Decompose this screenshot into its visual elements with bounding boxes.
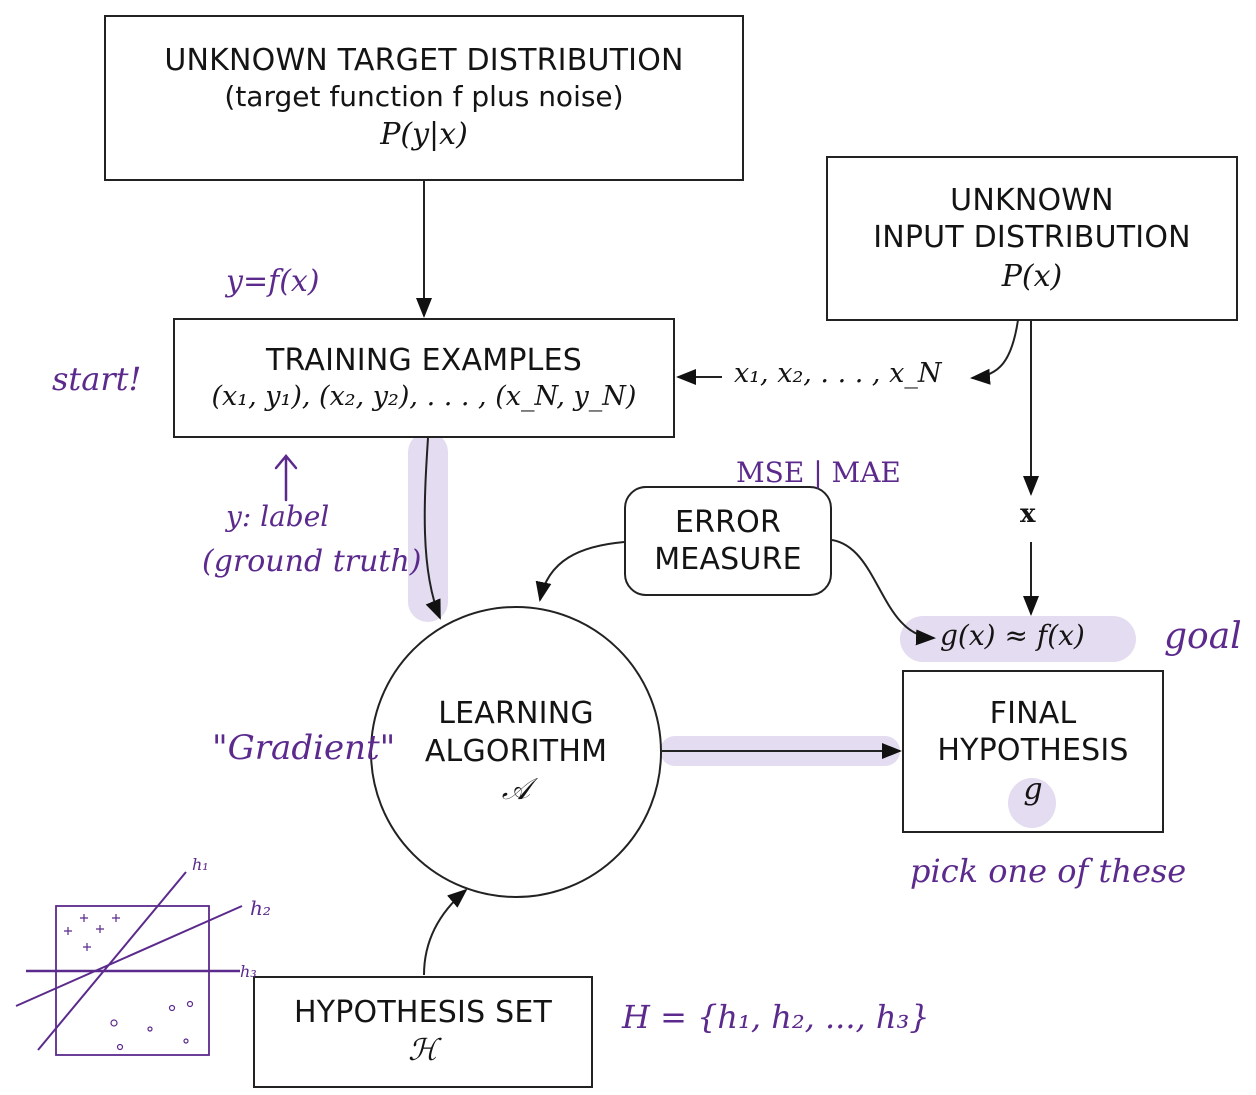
final-hypothesis-box: FINAL HYPOTHESIS g xyxy=(902,670,1164,833)
sketch-label-h1: h₁ xyxy=(192,855,209,874)
hypothesis-set-symbol: ℋ xyxy=(408,1033,438,1069)
annotation-ground-truth: (ground truth) xyxy=(202,544,422,579)
annotation-hypothesis-set-def: H = {h₁, h₂, ..., h₃} xyxy=(622,998,930,1036)
input-distribution-title-line1: UNKNOWN xyxy=(950,182,1114,218)
annotation-y-equals-f: y=f(x) xyxy=(226,264,320,299)
target-distribution-formula: P(y|x) xyxy=(380,117,468,153)
training-examples-box: TRAINING EXAMPLES (x₁, y₁), (x₂, y₂), . … xyxy=(173,318,675,438)
sketch-label-h2: h₂ xyxy=(250,896,271,920)
final-hypothesis-title-line1: FINAL xyxy=(989,695,1077,731)
sketch-circle-points xyxy=(110,1000,194,1051)
error-measure-box: ERROR MEASURE xyxy=(624,486,832,596)
annotation-gradient: "Gradient" xyxy=(212,728,396,768)
input-distribution-title-line2: INPUT DISTRIBUTION xyxy=(873,220,1191,255)
highlight-approximation xyxy=(900,616,1136,662)
highlight-g-symbol xyxy=(1008,778,1056,828)
target-distribution-subtitle: (target function f plus noise) xyxy=(224,80,624,114)
annotation-goal: goal xyxy=(1164,616,1242,657)
learning-algorithm-title-line1: LEARNING xyxy=(438,696,594,731)
target-distribution-title: UNKNOWN TARGET DISTRIBUTION xyxy=(164,42,684,78)
edge-error-to-approximation xyxy=(831,539,936,646)
hypothesis-set-box: HYPOTHESIS SET ℋ xyxy=(253,976,593,1088)
training-examples-title: TRAINING EXAMPLES xyxy=(266,342,582,378)
hypothesis-set-title: HYPOTHESIS SET xyxy=(293,994,553,1030)
annotation-y-label: y: label xyxy=(226,500,330,533)
annotation-pick-one: pick one of these xyxy=(910,852,1187,890)
approximation-label: g(x) ≈ f(x) xyxy=(940,619,1085,652)
edge-hypothesis-to-algorithm xyxy=(423,888,468,976)
training-examples-formula: (x₁, y₁), (x₂, y₂), . . . , (x_N, y_N) xyxy=(211,381,637,413)
hand-arrow-up-icon xyxy=(274,454,298,502)
input-distribution-formula: P(x) xyxy=(1001,258,1063,294)
sketch-label-h3: h₃ xyxy=(240,962,257,981)
learning-algorithm-symbol: 𝒜 xyxy=(501,772,531,807)
error-measure-title-line1: ERROR xyxy=(674,504,782,540)
edge-input-to-sequence xyxy=(970,319,1019,385)
edge-error-to-algorithm xyxy=(535,541,625,602)
sketch-frame xyxy=(55,905,210,1056)
final-hypothesis-symbol: g xyxy=(1023,771,1043,807)
inputs-sequence-label: x₁, x₂, . . . , x_N xyxy=(734,358,942,389)
final-hypothesis-title-line2: HYPOTHESIS xyxy=(937,733,1129,768)
edge-training-to-algorithm xyxy=(423,437,441,620)
annotation-mse-mae: MSE | MAE xyxy=(736,456,901,489)
target-distribution-box: UNKNOWN TARGET DISTRIBUTION (target func… xyxy=(104,15,744,181)
annotation-start: start! xyxy=(52,360,142,398)
input-distribution-box: UNKNOWN INPUT DISTRIBUTION P(x) xyxy=(826,156,1238,321)
single-input-label: x xyxy=(1020,499,1036,529)
error-measure-title-line2: MEASURE xyxy=(654,542,802,577)
sketch-line-h1 xyxy=(37,871,187,1051)
highlight-training-to-algorithm xyxy=(408,432,448,622)
learning-algorithm-node: LEARNING ALGORITHM 𝒜 xyxy=(370,606,662,898)
sketch-line-h2 xyxy=(15,905,243,1007)
sketch-plus-points xyxy=(64,914,120,951)
learning-algorithm-title-line2: ALGORITHM xyxy=(424,733,608,769)
hypothesis-sketch xyxy=(15,871,243,1056)
